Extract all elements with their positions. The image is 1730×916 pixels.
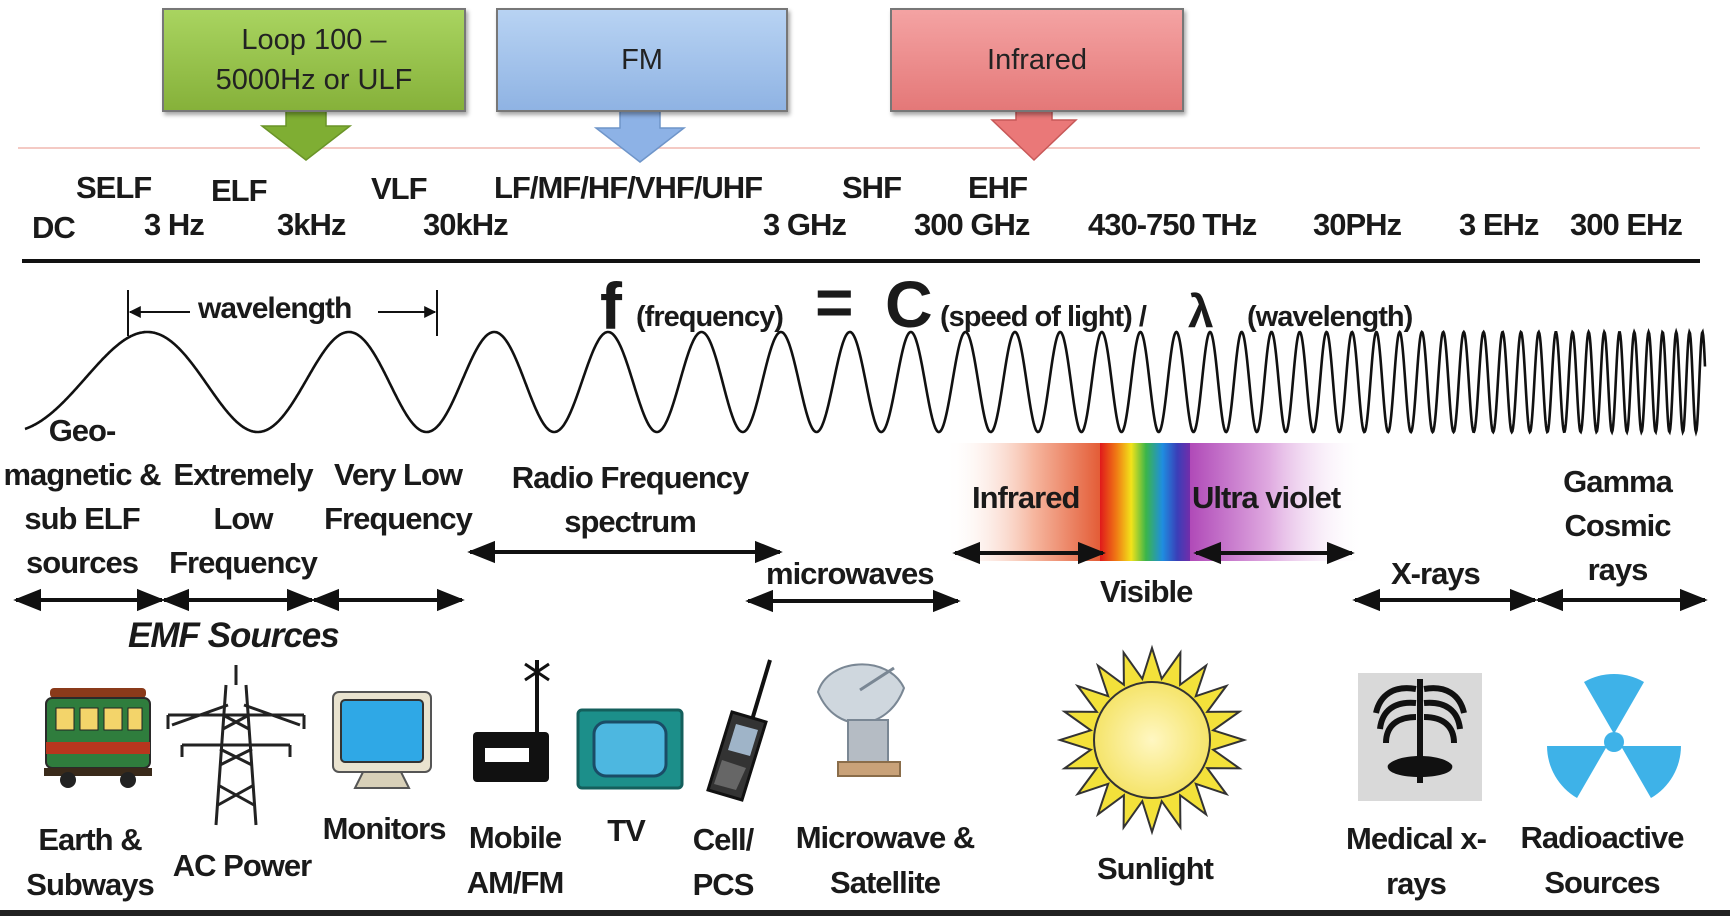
freq-430-750thz: 430-750 THz: [1088, 207, 1257, 242]
formula-equals: =: [815, 265, 854, 339]
radio-icon: [473, 660, 550, 782]
bottom-border: [0, 910, 1730, 916]
source-sunlight: Sunlight: [1097, 851, 1214, 886]
freq-300ehz: 300 EHz: [1570, 207, 1683, 242]
freq-30phz: 30PHz: [1313, 207, 1402, 242]
band-self: SELF: [76, 170, 152, 205]
callout-arrow-green: [259, 109, 353, 161]
formula-speed-label: (speed of light) /: [940, 301, 1147, 333]
source-radioactive: Radioactive Sources: [1520, 820, 1684, 900]
source-monitors: Monitors: [322, 811, 447, 846]
emf-sources-title: EMF Sources: [128, 616, 340, 655]
callout-loop-label: Loop 100 – 5000Hz or ULF: [215, 24, 413, 96]
formula-f: f: [600, 269, 622, 343]
ultraviolet-gradient: [1190, 443, 1365, 561]
source-mobile: Mobile AM/FM: [466, 820, 565, 900]
source-ac-power: AC Power: [172, 848, 312, 883]
freq-300ghz: 300 GHz: [914, 207, 1030, 242]
source-microwave-satellite: Microwave & Satellite: [795, 820, 976, 900]
band-lf-uhf: LF/MF/HF/VHF/UHF: [494, 170, 763, 205]
category-very-low: Very Low Frequency: [324, 457, 473, 536]
source-earth: Earth & Subways: [26, 822, 154, 902]
callout-loop: Loop 100 – 5000Hz or ULF: [162, 8, 466, 112]
callout-infrared-label: Infrared: [987, 44, 1087, 76]
freq-3khz: 3kHz: [277, 207, 346, 242]
category-gamma: Gamma Cosmic rays: [1563, 464, 1673, 587]
visible-rainbow: [1100, 443, 1192, 561]
freq-dc: DC: [32, 210, 76, 245]
callout-infrared: Infrared: [890, 8, 1184, 112]
radiation-icon: [1547, 673, 1681, 798]
callout-fm-label: FM: [621, 44, 663, 76]
xray-icon: [1358, 673, 1482, 801]
callout-fm: FM: [496, 8, 788, 112]
category-radio: Radio Frequency spectrum: [511, 460, 750, 539]
infrared-gradient: [945, 443, 1105, 561]
source-medical: Medical x-rays: [1346, 821, 1487, 901]
category-microwaves: microwaves: [766, 556, 934, 591]
wavelength-label: wavelength: [198, 292, 352, 325]
power-tower-icon: [166, 665, 306, 826]
sun-icon: [1056, 644, 1248, 836]
frequency-wave: [24, 327, 1707, 437]
satellite-dish-icon: [816, 663, 906, 777]
category-arrows: [13, 540, 1708, 613]
category-infrared: Infrared: [972, 480, 1080, 515]
trolley-icon: [44, 688, 152, 788]
category-ultraviolet: Ultra violet: [1192, 480, 1341, 515]
band-vlf: VLF: [371, 171, 428, 206]
freq-30khz: 30kHz: [423, 207, 509, 242]
formula-c: C: [885, 267, 933, 341]
formula-lambda: λ: [1188, 285, 1214, 337]
freq-3ghz: 3 GHz: [763, 207, 847, 242]
formula-wavelength-label: (wavelength): [1247, 301, 1413, 333]
callout-arrow-blue: [593, 109, 687, 163]
freq-3hz: 3 Hz: [144, 207, 205, 242]
cell-phone-icon: [706, 659, 772, 802]
band-shf: SHF: [842, 170, 902, 205]
source-cell: Cell/ PCS: [692, 822, 755, 902]
formula-frequency-label: (frequency): [636, 301, 784, 333]
category-visible: Visible: [1100, 574, 1193, 609]
band-elf: ELF: [211, 173, 268, 208]
monitor-icon: [332, 691, 432, 789]
freq-3ehz: 3 EHz: [1459, 207, 1539, 242]
category-geomagnetic: Geo- magnetic & sub ELF sources: [3, 413, 161, 580]
tv-icon: [576, 708, 684, 790]
category-xrays: X-rays: [1391, 556, 1481, 591]
source-tv: TV: [607, 813, 646, 848]
band-ehf: EHF: [968, 170, 1028, 205]
category-extremely-low: Extremely Low Frequency: [169, 457, 318, 580]
sun-disc: [1093, 681, 1211, 799]
